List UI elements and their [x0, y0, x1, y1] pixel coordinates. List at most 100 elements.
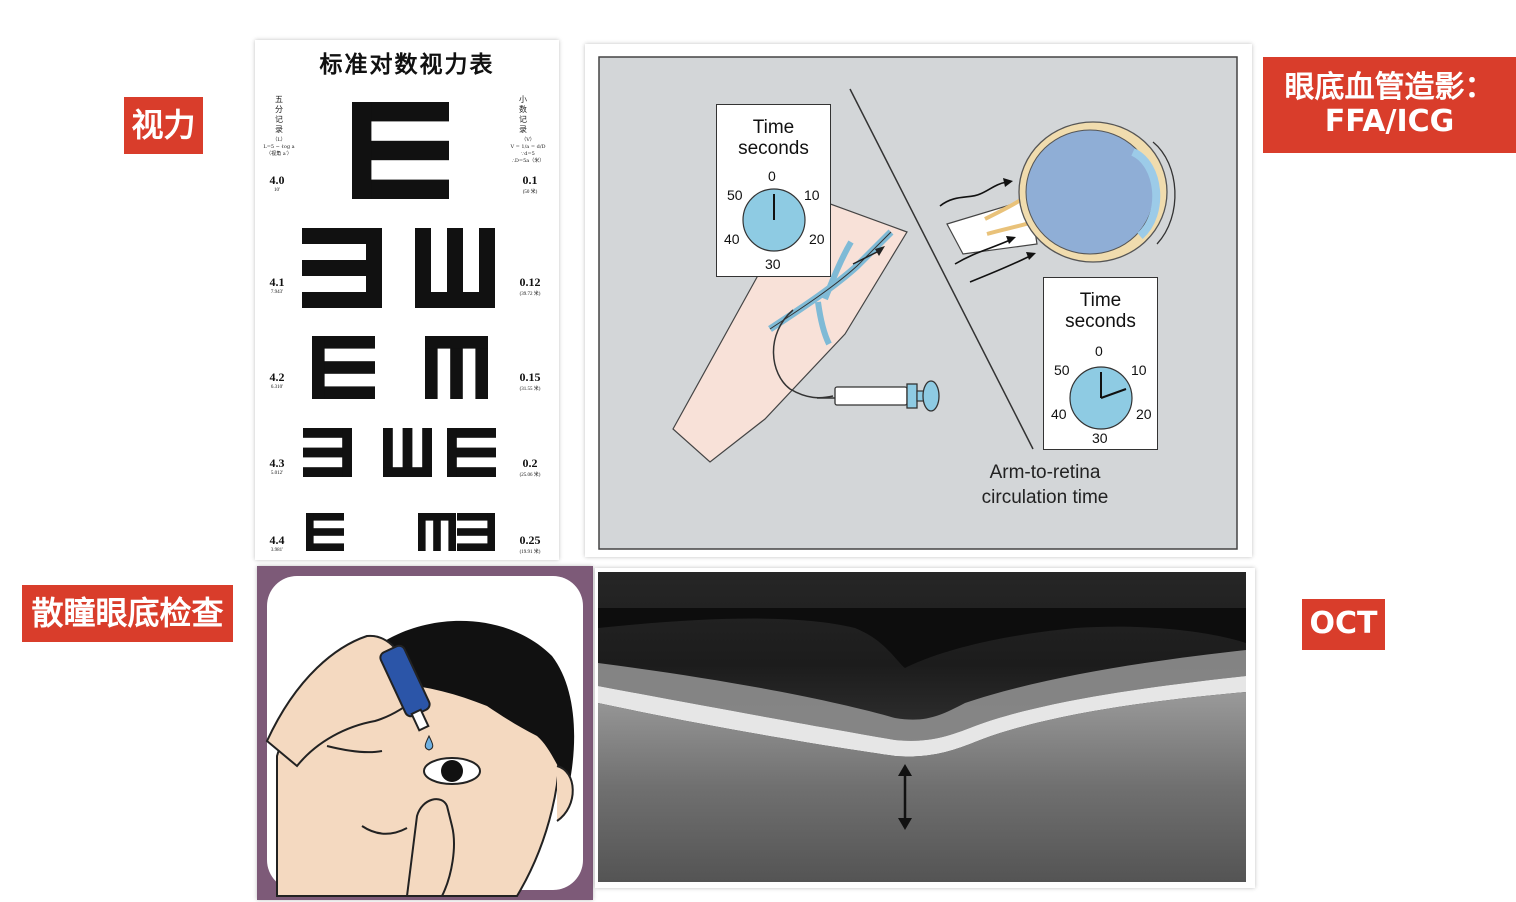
clock-end: Time seconds 0 10 20 30 40 50: [1043, 277, 1158, 450]
tumbling-e-optotype: [303, 428, 352, 477]
row-right-value: 0.2(25.06 米): [509, 456, 551, 478]
arrow-head-down: [898, 818, 912, 830]
flow-arrowhead: [1026, 252, 1036, 260]
arm-vein-outline: [769, 231, 892, 330]
clock-number: 20: [1136, 406, 1152, 422]
five-point-value: 4.1: [269, 275, 285, 289]
syringe-barrel: [834, 386, 908, 406]
nose-line: [361, 825, 408, 835]
clock-number: 30: [1092, 430, 1108, 446]
clock-title-line1: Time: [752, 117, 795, 138]
row-right-value: 0.25 (19.91 米): [509, 533, 551, 555]
eye-drop-svg: [257, 566, 593, 900]
left-formula-block: （L） L=5 − ℓog a （视角 a′）: [257, 137, 301, 158]
flow-arrow: [939, 181, 1008, 207]
eye-drop: [424, 734, 434, 751]
visual-acuity-label-text: 视力: [131, 106, 196, 145]
eye-drop-illustration: [257, 566, 593, 900]
right-header-char: 录: [519, 125, 527, 134]
clock-number: 50: [727, 187, 743, 203]
oct-choroid: [598, 692, 1246, 882]
clock-title-line2: seconds: [738, 138, 809, 159]
clock-face-start: [742, 188, 806, 252]
clock-number: 0: [768, 168, 776, 184]
five-point-value: 4.4: [269, 533, 285, 547]
oct-svg: [598, 572, 1246, 882]
flow-arrow: [954, 239, 1011, 265]
eye-chart-image: 标准对数视力表 五 分 记 录 （L） L=5 − ℓog a （视角 a′） …: [255, 40, 559, 560]
left-formula-note: （视角 a′）: [266, 151, 292, 157]
decimal-value: 0.12: [519, 275, 541, 289]
row-right-value: 0.15(31.55 米): [509, 370, 551, 392]
tumbling-e-optotype: [457, 513, 495, 551]
syringe-thumb-rest: [922, 380, 940, 412]
five-point-value: 4.3: [269, 456, 285, 470]
angle-value: 3.981′: [270, 548, 284, 553]
optic-nerve: [946, 198, 1038, 255]
angle-value: 6.310′: [270, 385, 284, 390]
left-header-char: 分: [275, 105, 283, 114]
tumbling-e-optotype: [352, 102, 449, 199]
row-right-value: 0.1(50 米): [509, 173, 551, 195]
left-header-char: 录: [275, 125, 283, 134]
clock-number: 10: [1131, 362, 1147, 378]
ffa-diagram-image: Time seconds 0 10 20 30 40 50 Time secon…: [585, 44, 1252, 557]
tumbling-e-optotype: [306, 513, 344, 551]
left-formula: L=5 − ℓog a: [263, 144, 295, 150]
clock-number: 30: [765, 256, 781, 272]
right-header: 小 数 记 录: [516, 95, 530, 135]
oct-label-text: OCT: [1309, 606, 1378, 642]
eye-lens: [1130, 148, 1161, 239]
clock-title: Time seconds: [717, 117, 830, 159]
right-formula-note1: ∵d=5: [521, 151, 535, 157]
tumbling-e-optotype: [425, 336, 488, 399]
pupil: [441, 760, 463, 782]
oct-scan-image: [595, 568, 1255, 888]
clock-number: 0: [1095, 343, 1103, 359]
circulation-time-caption: Arm-to-retina circulation time: [955, 460, 1135, 510]
angiography-label-line1: 眼底血管造影：: [1284, 69, 1495, 105]
angle-value: 7.943′: [270, 290, 284, 295]
syringe-flange: [906, 383, 918, 409]
distance-value: (50 米): [522, 190, 538, 195]
optotype-grid: [302, 102, 496, 551]
row-right-value: 0.12(39.72 米): [509, 275, 551, 297]
eye-chart-title: 标准对数视力表: [319, 52, 495, 78]
arm-vein-branch: [822, 240, 854, 301]
ear: [556, 765, 574, 822]
dilated-exam-label: 散瞳眼底检查: [22, 585, 233, 642]
tumbling-e-optotype: [418, 513, 456, 551]
clock-number: 40: [724, 231, 740, 247]
clock-face-end: [1069, 366, 1133, 430]
oct-vitreous: [598, 608, 1246, 668]
clock-number: 40: [1051, 406, 1067, 422]
eye-drop-nozzle: [410, 708, 430, 732]
finger-pulling-lid: [405, 798, 455, 897]
angiography-label: 眼底血管造影： FFA/ICG: [1263, 57, 1516, 153]
clock-start: Time seconds 0 10 20 30 40 50: [716, 104, 831, 277]
cornea: [1152, 141, 1176, 245]
clock-hand-elapsed: [1100, 388, 1127, 399]
dilated-exam-label-text: 散瞳眼底检查: [31, 594, 224, 633]
divider-line: [849, 88, 1034, 450]
right-header-char: 记: [519, 115, 527, 124]
right-formula-block: （V） V = 1/a = d/D ∵d=5 ∴D=5a（米）: [503, 137, 553, 165]
clock-title: Time seconds: [1044, 290, 1157, 332]
tumbling-e-optotype: [447, 428, 496, 477]
tumbling-e-optotype: [383, 428, 432, 477]
distance-value: (19.91 米): [519, 550, 541, 555]
decimal-value: 0.25: [519, 533, 541, 547]
right-formula: V = 1/a = d/D: [510, 144, 546, 150]
left-header-char: 五: [275, 95, 283, 104]
flow-arrowhead: [1006, 236, 1016, 244]
left-header: 五 分 记 录: [272, 95, 286, 135]
decimal-value: 0.2: [522, 456, 538, 470]
right-formula-note2: ∴D=5a（米）: [511, 158, 545, 164]
tumbling-e-optotype: [302, 228, 382, 308]
tumbling-e-optotype: [415, 228, 495, 308]
arrow-head-up: [898, 764, 912, 776]
tumbling-e-optotype: [312, 336, 375, 399]
distance-value: (31.55 米): [519, 387, 541, 392]
